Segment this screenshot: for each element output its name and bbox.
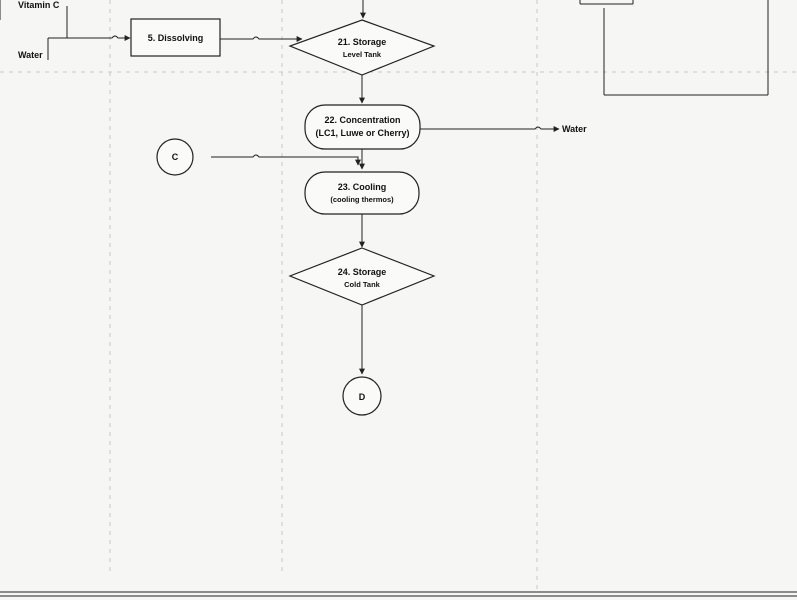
concentration-title: 22. Concentration <box>324 115 400 125</box>
concentration-box <box>304 104 421 150</box>
water-output-arrow <box>420 126 560 132</box>
concentration-sub: (LC1, Luwe or Cherry) <box>315 128 409 138</box>
water-output-label: Water <box>562 124 587 134</box>
cooling-box <box>304 171 420 215</box>
connector-c-label: C <box>172 152 179 162</box>
dissolving-label: 5. Dissolving <box>148 33 204 43</box>
dissolving-to-storage-arrow <box>220 36 303 42</box>
storage-level-title: 21. Storage <box>338 37 387 47</box>
vitamin-c-label: Vitamin C <box>18 0 60 10</box>
cooling-sub: (cooling thermos) <box>330 195 394 204</box>
storage-cold-sub: Cold Tank <box>344 280 381 289</box>
cooling-title: 23. Cooling <box>338 182 387 192</box>
connector-d <box>342 376 382 416</box>
connector-c <box>156 138 194 176</box>
connector-d-label: D <box>359 392 366 402</box>
input-to-dissolving-arrow <box>48 35 131 41</box>
water-input-label: Water <box>18 50 43 60</box>
storage-cold-title: 24. Storage <box>338 267 387 277</box>
dissolving-box <box>130 18 221 57</box>
storage-level-sub: Level Tank <box>343 50 382 59</box>
connector-c-arrow <box>211 154 361 166</box>
storage-level-tank-diamond <box>288 19 436 76</box>
